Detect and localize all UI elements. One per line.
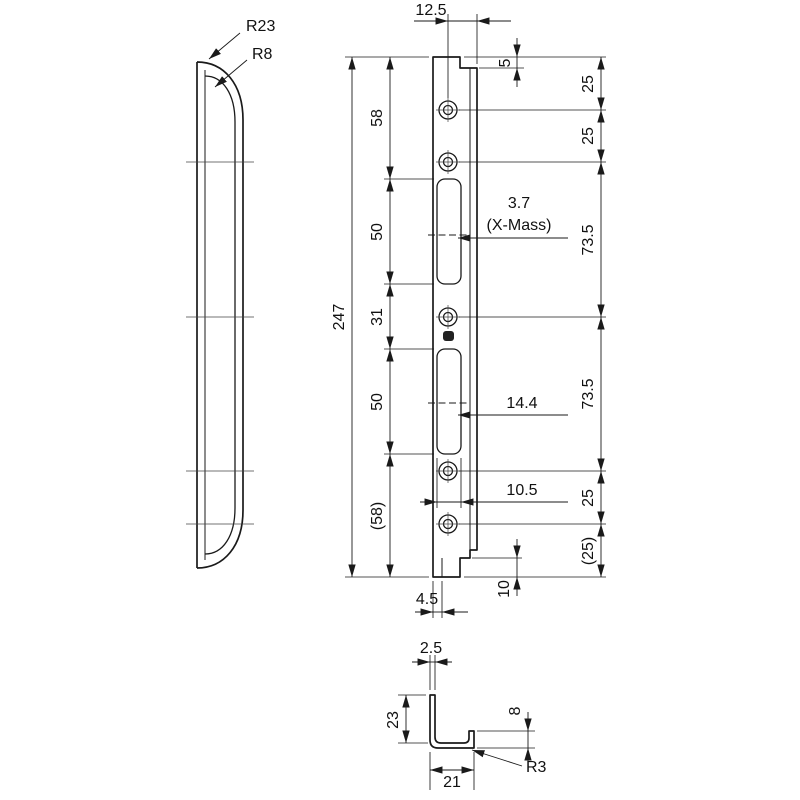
small-cutout (443, 331, 454, 341)
section-view: 2.5 23 8 21 R3 (385, 640, 547, 791)
screw-hole (436, 150, 460, 174)
section-outline (429, 694, 475, 749)
r23-label: R23 (246, 18, 275, 35)
radius-callout-r3: R3 (471, 749, 547, 776)
radius-callout-r8: R8 (214, 46, 273, 88)
r8-label: R8 (252, 46, 273, 63)
dim-4-5-label: 4.5 (416, 591, 438, 608)
x-mass-name-label: (X-Mass) (487, 217, 552, 234)
dim-31-label: 31 (369, 308, 386, 326)
dim-leg-height: 23 (385, 695, 410, 743)
dim-58-ref-label: (58) (369, 502, 386, 530)
dim-overall-length: 247 (331, 57, 356, 577)
profile-outer-curve (196, 61, 244, 569)
dim-14-4-label: 14.4 (506, 395, 537, 412)
screw-hole (436, 512, 460, 536)
profile-inner-curve (204, 75, 236, 555)
latch-slot-upper (436, 178, 462, 285)
dim-21-label: 21 (443, 774, 461, 791)
dim-12-5-label: 12.5 (415, 2, 446, 19)
dim-50-lower-label: 50 (369, 393, 386, 411)
dim-25-3-label: 25 (580, 489, 597, 507)
dim-hook-height: 8 (507, 706, 532, 767)
front-view: 12.5 5 58 50 31 50 (58) 247 (331, 2, 606, 618)
callout-slot-width: 14.4 (458, 395, 568, 419)
dim-thickness: 2.5 (412, 640, 452, 666)
dim-leg-width: 21 (430, 766, 474, 791)
dim-23-label: 23 (385, 711, 402, 729)
x-mass-value-label: 3.7 (508, 195, 530, 212)
dim-58-label: 58 (369, 109, 386, 127)
dim-left-chain: 58 50 31 50 (58) (369, 57, 394, 577)
dim-8-label: 8 (507, 706, 524, 715)
latch-slot-lower (436, 348, 462, 455)
screw-hole (436, 459, 460, 483)
dim-10-5-label: 10.5 (506, 482, 537, 499)
dim-2-5-label: 2.5 (420, 640, 442, 657)
dim-73-5-lower-label: 73.5 (580, 378, 597, 409)
dim-hole-offset: 10.5 (420, 482, 568, 506)
dim-25-2-label: 25 (580, 127, 597, 145)
dim-25-ref-label: (25) (580, 537, 597, 565)
hole-position-ticks (186, 161, 254, 525)
dim-10-label: 10 (496, 580, 513, 598)
dim-73-5-upper-label: 73.5 (580, 224, 597, 255)
dim-50-upper-label: 50 (369, 223, 386, 241)
dim-25-1-label: 25 (580, 75, 597, 93)
dim-247-label: 247 (331, 304, 348, 331)
dim-5-label: 5 (497, 58, 514, 67)
dim-edge-offset: 4.5 (415, 591, 468, 616)
dim-top-width: 12.5 (414, 2, 511, 25)
dim-lip-offset-bottom: 10 (496, 539, 521, 598)
screw-hole (436, 98, 460, 122)
radius-callout-r23: R23 (208, 18, 275, 60)
dim-lip-offset-top: 5 (497, 38, 521, 87)
screw-hole (436, 305, 460, 329)
dim-right-chain: 25 25 73.5 73.5 25 (25) (580, 57, 605, 577)
callout-x-mass: 3.7 (X-Mass) (458, 195, 568, 242)
r3-label: R3 (526, 759, 547, 776)
side-view: R23 R8 (186, 18, 275, 569)
